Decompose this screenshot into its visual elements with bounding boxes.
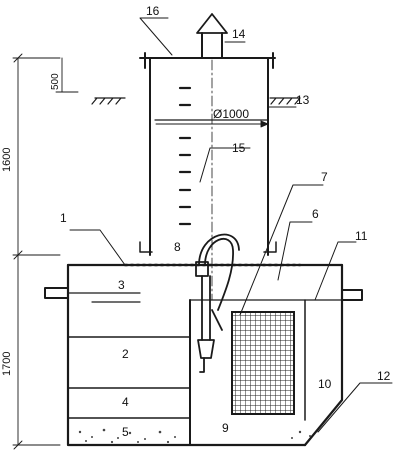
callout-11: 11	[355, 229, 368, 243]
callout-6: 6	[312, 207, 319, 221]
callout-12: 12	[377, 369, 391, 383]
callout-2: 2	[122, 347, 129, 361]
callout-8: 8	[174, 240, 181, 254]
filter-grate	[231, 311, 295, 415]
vent-pipe	[196, 13, 228, 59]
callout-1: 1	[60, 211, 67, 225]
shaft	[139, 52, 277, 256]
pipes	[44, 287, 363, 301]
callout-10: 10	[318, 377, 332, 391]
callout-15: 15	[232, 141, 246, 155]
callout-13: 13	[296, 93, 310, 107]
sludge-layer	[78, 428, 311, 444]
callout-14: 14	[232, 27, 246, 41]
callout-16: 16	[146, 4, 160, 18]
leader-lines	[69, 17, 393, 433]
ladder-rungs	[178, 86, 192, 226]
tank	[66, 263, 344, 447]
callout-5: 5	[122, 425, 129, 439]
siphon-pump	[195, 233, 240, 373]
ground-hatch	[91, 97, 301, 105]
dim-1600: 1600	[1, 148, 13, 172]
callout-7: 7	[321, 170, 328, 184]
dim-1700: 1700	[1, 352, 13, 376]
dimension-lines	[12, 53, 269, 450]
callout-4: 4	[122, 395, 129, 409]
dim-500: 500	[50, 73, 61, 90]
callout-3: 3	[118, 278, 125, 292]
dim-diameter: Ø1000	[213, 107, 249, 121]
callout-9: 9	[222, 421, 229, 435]
